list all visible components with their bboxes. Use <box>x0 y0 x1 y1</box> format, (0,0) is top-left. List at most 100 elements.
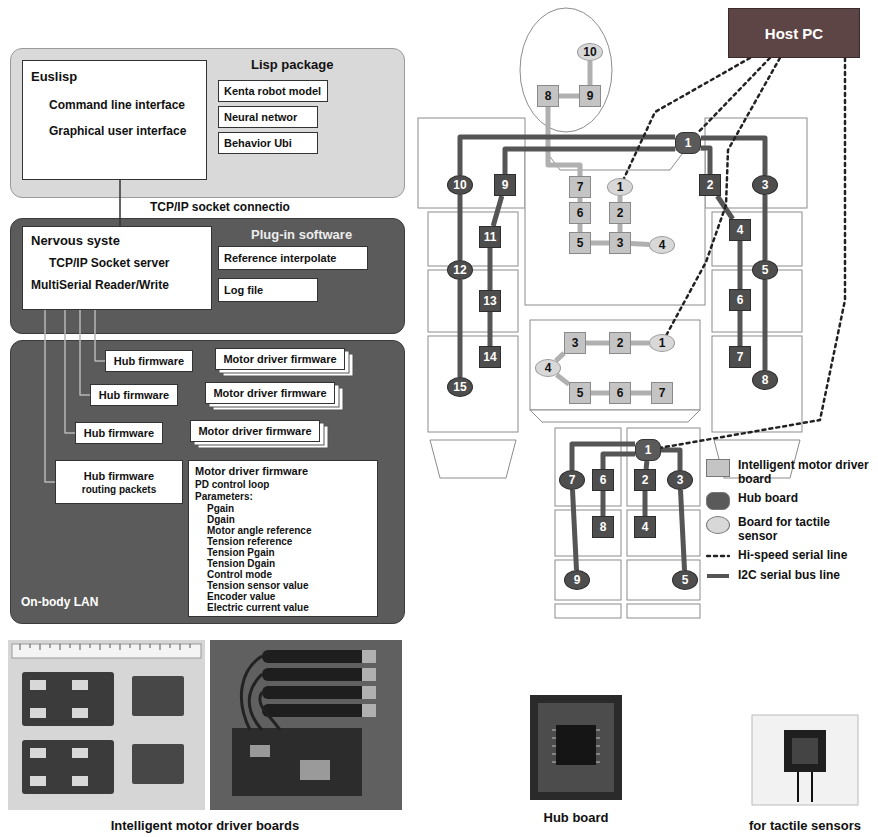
motor-driver-board: 7 <box>729 346 751 368</box>
driver-board <box>132 676 184 716</box>
motor-driver-board: 6 <box>592 469 614 491</box>
software-box: Motor driver firmwarePD control loopPara… <box>188 460 378 617</box>
foot-outline <box>627 604 700 618</box>
board-number: 8 <box>600 521 607 533</box>
firmware-box: Hub firmwarerouting packets <box>55 460 183 504</box>
motor <box>262 668 372 681</box>
board-node: 3 <box>752 175 778 195</box>
arm-outline <box>712 336 802 432</box>
board-number: 2 <box>617 207 624 219</box>
stacked-board <box>213 388 343 410</box>
motor-driver-board: 7 <box>569 176 591 198</box>
software-panel: On-body LANHub firmwareMotor driver firm… <box>10 340 405 624</box>
motor-driver-board: 2 <box>609 332 631 354</box>
board-node: 5 <box>752 260 778 280</box>
motor <box>262 704 372 717</box>
hi-speed-serial-line <box>667 58 780 335</box>
motor-driver-board: 4 <box>634 516 656 538</box>
arm-outline <box>712 212 802 266</box>
firmware-box: Motor driver firmware <box>190 420 320 442</box>
board-number: 6 <box>600 474 607 486</box>
legend-row: Hub board <box>706 491 872 510</box>
bus-line <box>458 195 463 260</box>
foot-outline <box>555 604 621 618</box>
box-text: Motor driver firmware <box>198 425 311 437</box>
leg-outline <box>555 560 621 600</box>
module-box: Behavior Ubi <box>218 132 318 154</box>
board-number: 5 <box>682 574 689 586</box>
photo-caption: for tactile sensors <box>749 818 861 833</box>
bus-line <box>631 391 651 396</box>
legend-text: Hub board <box>738 491 870 505</box>
panel-heading: Plug-in software <box>251 227 352 242</box>
panel-heading: Lisp package <box>251 57 333 72</box>
box-text: Dgain <box>207 514 235 525</box>
torso-outline <box>525 150 705 305</box>
board-number: 8 <box>545 90 552 102</box>
box-text: PD control loop <box>195 479 269 491</box>
box-text: Hub firmware <box>84 470 154 482</box>
board-number: 6 <box>617 387 624 399</box>
box-text: Reference interpolate <box>224 252 336 264</box>
legend-row: I2C serial bus line <box>706 568 872 583</box>
board-number: 7 <box>577 181 584 193</box>
leg-outline <box>627 428 700 506</box>
pelvis-outline <box>530 410 700 422</box>
bus-line <box>80 310 90 395</box>
tactile-sensor-board: 4 <box>649 236 675 254</box>
leg-outline <box>627 560 700 600</box>
board-number: 3 <box>677 474 684 486</box>
board-node: 8 <box>752 370 778 390</box>
bus-line <box>717 196 732 219</box>
firmware-box: Motor driver firmware <box>215 348 345 370</box>
legend-line-sample <box>706 549 730 563</box>
bus-line <box>631 341 649 346</box>
box-text: Neural networ <box>224 111 297 123</box>
bus-line <box>763 195 768 260</box>
box-text: Tension reference <box>207 536 292 547</box>
board-number: 6 <box>577 207 584 219</box>
board-number: 5 <box>577 237 584 249</box>
board-number: 15 <box>453 381 466 393</box>
software-box: Nervous systeTCP/IP Socket serverMultiSe… <box>22 226 212 310</box>
box-text: Log file <box>224 284 263 296</box>
neck-line <box>545 150 685 170</box>
stacked-board <box>223 354 353 376</box>
bus-line <box>588 61 593 85</box>
motor-driver-board: 2 <box>699 174 721 196</box>
ruler-ticks <box>20 644 190 650</box>
bus-line <box>493 196 502 226</box>
board-node: 12 <box>447 260 473 280</box>
motor-driver-board: 14 <box>479 346 501 368</box>
legend: Intelligent motor driver boardHub boardB… <box>706 458 872 588</box>
panel-heading: On-body LAN <box>21 595 98 609</box>
box-text: Electric current value <box>207 602 309 613</box>
module-box: Kenta robot model <box>218 80 328 102</box>
firmware-box: Hub firmware <box>90 384 178 406</box>
board-number: 12 <box>453 264 466 276</box>
box-text: Behavior Ubi <box>224 137 292 149</box>
board-node: 15 <box>447 377 473 397</box>
motor-driver-board: 8 <box>592 516 614 538</box>
bus-line <box>643 491 648 516</box>
board-number: 2 <box>642 474 649 486</box>
tactile-wires <box>798 772 812 802</box>
bus-line <box>119 180 121 226</box>
box-text: Motor angle reference <box>207 525 311 536</box>
tactile-sensor-board: 1 <box>649 334 675 352</box>
board-number: 10 <box>583 46 596 58</box>
bus-line <box>548 107 580 176</box>
board-node: 3 <box>667 470 693 490</box>
hi-speed-serial-line <box>699 58 770 132</box>
hi-speed-serial-line <box>661 58 845 448</box>
arm-outline <box>428 212 518 266</box>
box-text: Euslisp <box>31 69 77 84</box>
bus-line <box>488 312 493 346</box>
hub-photo <box>530 695 622 800</box>
motor-ends <box>362 650 376 717</box>
board-node: 10 <box>447 175 473 195</box>
board-number: 14 <box>483 351 496 363</box>
board-number: 7 <box>737 351 744 363</box>
board-number: 13 <box>483 295 496 307</box>
